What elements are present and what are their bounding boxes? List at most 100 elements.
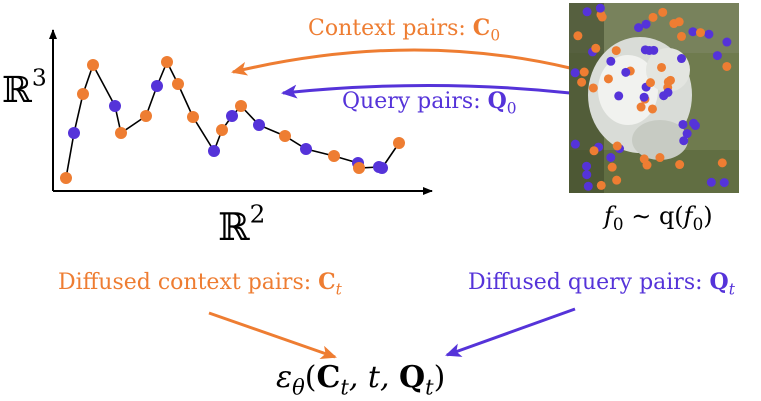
context-pairs-arrow [231,48,571,76]
x-space-exponent: 2 [249,199,266,229]
query-pairs-sub: 0 [506,99,517,118]
diffused-context-symbol: C [318,269,336,295]
context-pairs-label: Context pairs: C0 [308,15,501,45]
sample-image [569,3,739,193]
context-pixel-dot [655,153,665,163]
query-point [109,100,121,112]
diffused-query-sub: t [728,280,735,299]
query-point [376,162,388,174]
context-pixel-dot [596,180,606,190]
caption-close: ) [703,202,713,230]
query-pixel-dot [639,92,649,102]
diffused-query-arrow [445,307,576,357]
context-pixel-dot [665,75,675,85]
query-point [208,145,220,157]
context-point [187,111,199,123]
query-point [151,80,163,92]
query-pairs-text: Query pairs: [342,89,488,114]
context-pixel-dot [677,31,687,41]
context-point [235,100,247,112]
query-pixel-dot [682,129,692,139]
context-pixel-dot [612,141,622,151]
context-point [87,59,99,71]
query-pixel-dot [621,67,631,77]
formula-t: , t, [348,360,400,395]
query-pixel-dot [712,51,722,61]
query-pixel-dot [719,178,729,188]
diffused-context-text: Diffused context pairs: [58,270,319,295]
function-curve [60,56,405,184]
query-pixel-dot [676,54,686,64]
query-pixel-dot [688,27,698,37]
context-pixel-dot [647,104,657,114]
query-pixel-dot [595,3,605,13]
context-point [216,124,228,136]
query-pixel-dot [706,177,716,187]
query-pixel-dot [582,170,592,180]
caption-f2-sub: 0 [692,213,704,234]
context-point [140,110,152,122]
y-space-exponent: 3 [31,63,47,92]
query-pixel-dot [704,29,714,39]
query-pixel-dot [583,181,593,191]
diffused-query-symbol: Q [709,269,729,295]
context-pixel-dot [645,78,655,88]
context-pixel-dot [695,28,705,38]
query-point [68,127,80,139]
context-point [279,130,291,142]
query-pixel-dot [570,68,580,78]
query-pixel-dot [606,56,616,66]
context-pixel-dot [588,83,598,93]
context-point [328,150,340,162]
caption-dist: ∼ q( [623,202,684,230]
formula-theta: θ [292,375,305,400]
x-space-symbol: ℝ [218,205,250,249]
context-point [60,172,72,184]
context-pixel-dot [607,162,617,172]
query-point [253,119,265,131]
query-pixel-dot [614,91,624,101]
formula-c: C [316,360,341,395]
query-pairs-label: Query pairs: Q0 [342,88,517,118]
query-pixel-dot [582,7,592,17]
query-pixel-dot [634,23,644,33]
context-pairs-sub: 0 [490,26,501,45]
context-pixel-dot [657,62,667,72]
diffused-query-label: Diffused query pairs: Qt [468,269,735,299]
query-pixel-dot [663,87,673,97]
y-space-symbol: ℝ [2,70,32,111]
query-pixel-dot [679,136,689,146]
query-pixel-dot [641,19,651,29]
denoiser-formula: εθ(Ct, t, Qt) [276,360,446,398]
context-pixel-dot [722,61,732,71]
diffused-context-arrow [208,311,337,359]
formula-open: ( [304,360,317,395]
context-pixel-dot [717,158,727,168]
formula-close: ) [433,360,446,395]
formula-c-sub: t [340,375,349,400]
context-pixel-dot [658,7,668,17]
x-axis-label: ℝ2 [218,202,265,249]
context-pixel-dot [596,10,606,20]
formula-q: Q [399,360,426,395]
context-pixel-dot [669,19,679,29]
query-pairs-arrow [281,84,571,99]
diffused-query-text: Diffused query pairs: [468,270,710,295]
context-point [115,127,127,139]
formula-q-sub: t [425,375,434,400]
caption-f: f [604,202,613,230]
query-pixel-dot [582,161,592,171]
query-pixel-dot [606,152,616,162]
context-pixel-dot [591,43,601,53]
query-pixel-dot [644,45,654,55]
query-point [226,110,238,122]
context-point [77,88,89,100]
context-pixel-dot [611,46,621,56]
image-caption: f0 ∼ q(f0) [604,202,713,232]
context-pixel-dot [675,160,685,170]
caption-f2: f [683,202,693,230]
query-pixel-dot [678,119,688,129]
context-pixel-dot [573,31,583,41]
context-pixel-dot [589,146,599,156]
context-point [161,56,173,68]
